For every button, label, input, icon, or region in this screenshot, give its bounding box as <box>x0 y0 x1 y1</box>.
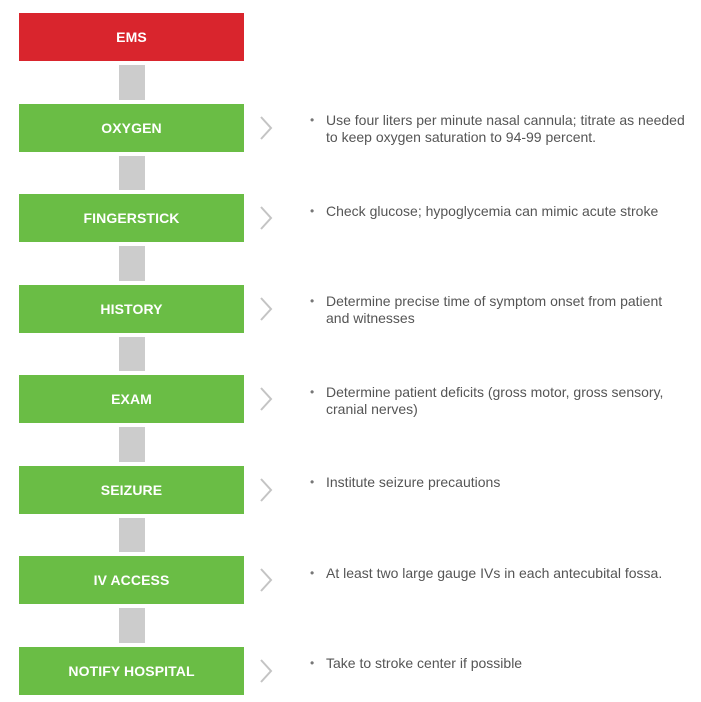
bullet-icon: • <box>310 204 315 218</box>
step-note: • At least two large gauge IVs in each an… <box>310 565 685 582</box>
flow-connector <box>119 337 145 371</box>
step-note: • Check glucose; hypoglycemia can mimic a… <box>310 203 685 220</box>
step-note-text: Check glucose; hypoglycemia can mimic ac… <box>326 203 659 219</box>
step-note-text: Use four liters per minute nasal cannula… <box>326 112 685 145</box>
chevron-right-icon <box>260 387 273 411</box>
chevron-right-icon <box>260 659 273 683</box>
flow-connector <box>119 608 145 643</box>
step-note: • Take to stroke center if possible <box>310 655 685 672</box>
flow-connector <box>119 518 145 552</box>
step-box-seizure: SEIZURE <box>19 466 244 514</box>
ems-box: EMS <box>19 13 244 61</box>
step-box-notify-hospital: NOTIFY HOSPITAL <box>19 647 244 695</box>
step-note: • Determine precise time of symptom onset… <box>310 293 685 327</box>
chevron-right-icon <box>260 568 273 592</box>
step-note-text: Determine precise time of symptom onset … <box>326 293 663 326</box>
step-box-history: HISTORY <box>19 285 244 333</box>
chevron-right-icon <box>260 478 273 502</box>
step-box-fingerstick: FINGERSTICK <box>19 194 244 242</box>
step-note: • Use four liters per minute nasal cannul… <box>310 112 685 146</box>
step-note: • Institute seizure precautions <box>310 474 685 491</box>
step-box-exam: EXAM <box>19 375 244 423</box>
chevron-right-icon <box>260 297 273 321</box>
bullet-icon: • <box>310 475 315 489</box>
bullet-icon: • <box>310 656 315 670</box>
step-note-text: Determine patient deficits (gross motor,… <box>326 384 664 417</box>
flow-connector <box>119 427 145 462</box>
flow-connector <box>119 246 145 281</box>
chevron-right-icon <box>260 206 273 230</box>
step-note: • Determine patient deficits (gross motor… <box>310 384 685 418</box>
bullet-icon: • <box>310 294 315 308</box>
chevron-right-icon <box>260 116 273 140</box>
bullet-icon: • <box>310 113 315 127</box>
step-box-iv-access: IV ACCESS <box>19 556 244 604</box>
flow-connector <box>119 65 145 100</box>
bullet-icon: • <box>310 385 315 399</box>
bullet-icon: • <box>310 566 315 580</box>
flow-connector <box>119 156 145 190</box>
step-box-oxygen: OXYGEN <box>19 104 244 152</box>
step-note-text: Institute seizure precautions <box>326 474 501 490</box>
step-note-text: At least two large gauge IVs in each ant… <box>326 565 663 581</box>
step-note-text: Take to stroke center if possible <box>326 655 523 671</box>
